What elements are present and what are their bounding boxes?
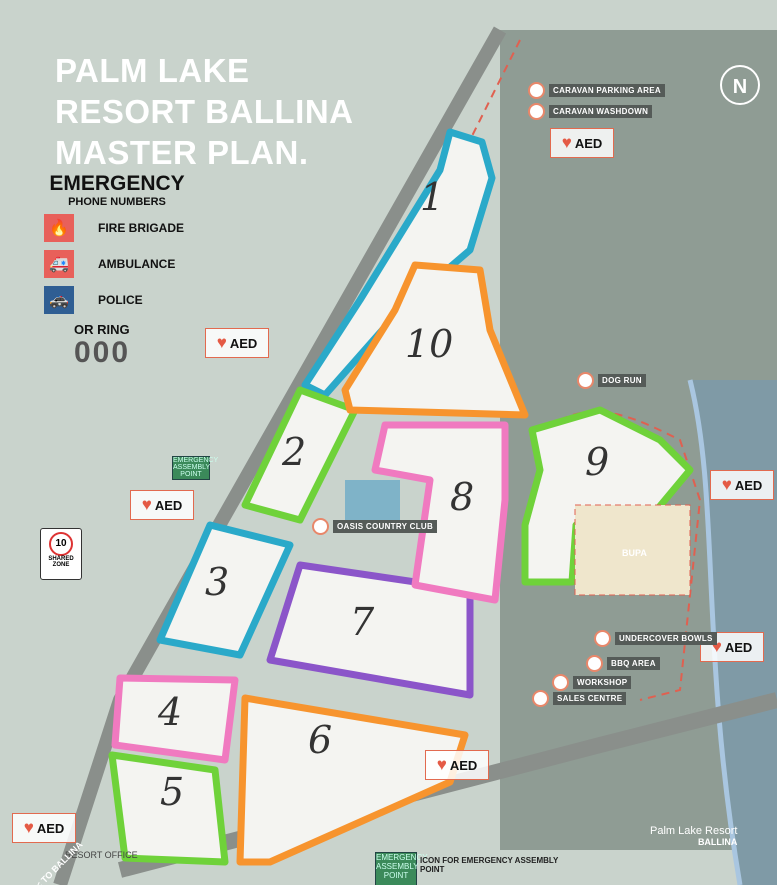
facility-undercover-bowls[interactable]: UNDERCOVER BOWLS — [594, 630, 717, 647]
facility-bbq-area[interactable]: BBQ AREA — [586, 655, 660, 672]
heart-icon: ♥ — [23, 818, 34, 837]
shared-zone-sign: 10 SHARED ZONE — [40, 528, 82, 580]
emergency-number: 000 — [74, 336, 131, 369]
aed-text: AED — [229, 335, 258, 351]
club-icon — [312, 518, 329, 535]
heart-icon: ♥ — [711, 637, 722, 656]
facility-label: WORKSHOP — [573, 676, 632, 689]
workshop-icon — [552, 674, 569, 691]
zone-1-label: 1 — [420, 175, 445, 219]
aed-text: AED — [724, 639, 753, 655]
caravan-icon — [528, 82, 545, 99]
zone-8-area[interactable] — [371, 421, 509, 604]
north-arrow-icon: N — [720, 65, 760, 105]
zone-8-label: 8 — [450, 475, 475, 519]
facility-caravan-washdown[interactable]: CARAVAN WASHDOWN — [528, 103, 653, 120]
washdown-icon — [528, 103, 545, 120]
aed-marker: ♥AED — [130, 490, 194, 520]
ambulance-icon: 🚑 — [44, 250, 74, 278]
service-label: POLICE — [98, 293, 143, 307]
dog-icon — [577, 372, 594, 389]
facility-label: CARAVAN WASHDOWN — [549, 105, 653, 118]
emergency-subheading: PHONE NUMBERS — [68, 196, 166, 208]
zone-5-area[interactable] — [108, 751, 229, 866]
logo-place: BALLINA — [697, 837, 738, 847]
service-fire: 🔥 FIRE BRIGADE — [44, 214, 184, 242]
zone-6-area[interactable] — [236, 694, 469, 866]
fire-icon: 🔥 — [44, 214, 74, 242]
bupa-label: BUPA — [622, 548, 647, 558]
title-line: MASTER PLAN. — [55, 134, 309, 171]
service-label: AMBULANCE — [98, 257, 176, 271]
zone-4-label: 4 — [158, 690, 183, 734]
zone-1-area[interactable] — [301, 128, 496, 399]
facility-label: UNDERCOVER BOWLS — [615, 632, 717, 645]
facility-label: SALES CENTRE — [553, 692, 627, 705]
zone-3-area[interactable] — [156, 521, 294, 659]
speed-limit: 10 — [49, 532, 73, 556]
assembly-legend-text: ICON FOR EMERGENCY ASSEMBLY POINT — [420, 856, 559, 874]
title-line: PALM LAKE — [55, 52, 250, 89]
zone-3-label: 3 — [205, 560, 230, 604]
creek — [687, 379, 743, 885]
facility-label: OASIS COUNTRY CLUB — [333, 520, 438, 533]
aed-marker: ♥AED — [710, 470, 774, 500]
aed-text: AED — [154, 497, 183, 513]
heart-icon: ♥ — [141, 495, 152, 514]
emergency-heading: EMERGENCY — [49, 172, 185, 195]
title-line: RESORT BALLINA — [55, 93, 354, 130]
emergency-legend: EMERGENCY PHONE NUMBERS — [42, 172, 192, 208]
heart-icon: ♥ — [216, 333, 227, 352]
shared-zone-label: SHARED ZONE — [48, 556, 74, 568]
service-label: FIRE BRIGADE — [98, 221, 185, 235]
facility-workshop[interactable]: WORKSHOP — [552, 674, 632, 691]
aed-text: AED — [574, 135, 603, 151]
palm-lake-logo: Palm Lake Resort BALLINA — [650, 825, 737, 847]
facility-oasis-country-club[interactable]: OASIS COUNTRY CLUB — [312, 518, 438, 535]
bbq-icon — [586, 655, 603, 672]
zone-5-label: 5 — [160, 770, 185, 814]
facility-label: CARAVAN PARKING AREA — [549, 84, 665, 97]
assembly-point-sign: EMERGENCY ASSEMBLY POINT — [375, 852, 428, 885]
facility-caravan-parking[interactable]: CARAVAN PARKING AREA — [528, 82, 665, 99]
zone-2-area[interactable] — [241, 386, 359, 524]
zone-10-area[interactable] — [341, 261, 529, 419]
country-club-pool — [345, 480, 400, 520]
aed-text: AED — [449, 757, 478, 773]
zone-4-area[interactable] — [111, 674, 239, 764]
bupa-area — [574, 504, 691, 596]
heart-icon: ♥ — [561, 133, 572, 152]
aed-marker: ♥AED — [550, 128, 614, 158]
aed-marker: ♥AED — [12, 813, 76, 843]
service-police: 🚓 POLICE — [44, 286, 143, 314]
sales-icon — [532, 690, 549, 707]
aed-marker: ♥AED — [205, 328, 269, 358]
police-icon: 🚓 — [44, 286, 74, 314]
facility-dog-run[interactable]: DOG RUN — [577, 372, 646, 389]
assembly-point-sign: EMERGENCY ASSEMBLY POINT — [172, 456, 219, 480]
facility-sales-centre[interactable]: SALES CENTRE — [532, 690, 627, 707]
aed-text: AED — [36, 820, 65, 836]
aed-text: AED — [734, 477, 763, 493]
service-ambulance: 🚑 AMBULANCE — [44, 250, 175, 278]
bowls-icon — [594, 630, 611, 647]
facility-label: DOG RUN — [598, 374, 646, 387]
zone-6-label: 6 — [308, 718, 333, 762]
or-ring-label: OR RING — [74, 322, 130, 337]
zone-2-label: 2 — [282, 430, 307, 474]
heart-icon: ♥ — [721, 475, 732, 494]
zone-7-label: 7 — [350, 600, 375, 644]
facility-label: BBQ AREA — [607, 657, 660, 670]
zone-10-label: 10 — [405, 322, 454, 366]
heart-icon: ♥ — [436, 755, 447, 774]
map-title: PALM LAKE RESORT BALLINA MASTER PLAN. — [55, 50, 354, 173]
aed-marker: ♥AED — [425, 750, 489, 780]
logo-name: Palm Lake Resort — [650, 825, 738, 837]
resort-office-label: RESORT OFFICE — [65, 850, 138, 860]
zone-9-label: 9 — [585, 440, 610, 484]
